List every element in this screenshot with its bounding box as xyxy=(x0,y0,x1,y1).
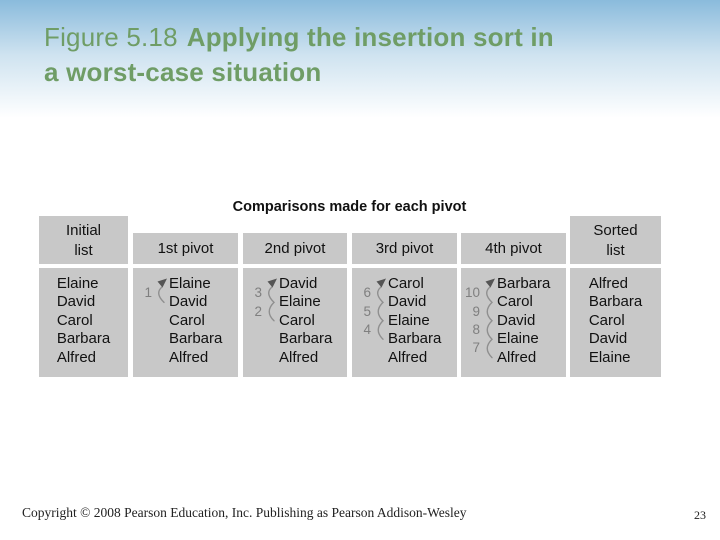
name-item: Elaine xyxy=(56,275,99,292)
comparison-number: 2 xyxy=(254,303,262,319)
name-item: Barbara xyxy=(56,330,111,348)
name-item: Elaine xyxy=(169,275,211,292)
arc-arrow-icon xyxy=(376,278,386,340)
insertion-sort-diagram: Comparisons made for each pivot Initial … xyxy=(36,197,684,389)
column-header-pivot-2: 2nd pivot xyxy=(243,233,347,264)
arc-arrow-icon xyxy=(267,278,277,322)
comparison-gutter: 10 9 8 7 xyxy=(463,268,497,377)
name-item: Alfred xyxy=(588,275,628,292)
page-number: 23 xyxy=(694,508,706,522)
comparison-number: 3 xyxy=(254,285,262,301)
comparison-gutter: 6 5 4 xyxy=(354,268,388,377)
name-item: David xyxy=(56,293,96,311)
name-item: Alfred xyxy=(169,348,209,366)
name-item: David xyxy=(588,330,628,348)
comparison-number: 8 xyxy=(472,322,480,337)
name-item: Elaine xyxy=(497,330,539,348)
figure-caption: Applying the insertion sort in a worst-c… xyxy=(44,22,554,87)
arrowhead-icon xyxy=(485,278,495,288)
name-item: Carol xyxy=(497,293,533,311)
arrowhead-icon xyxy=(157,278,167,288)
comparison-number: 9 xyxy=(472,303,480,319)
arrowhead-icon xyxy=(267,278,277,288)
figure-number: Figure 5.18 xyxy=(44,22,178,52)
copyright-text: Copyright © 2008 Pearson Education, Inc.… xyxy=(22,505,467,520)
comparison-number: 10 xyxy=(464,285,480,301)
comparison-number: 6 xyxy=(363,285,371,301)
name-item: David xyxy=(388,293,427,311)
name-item: Alfred xyxy=(497,348,537,366)
column-header-sorted: Sorted list xyxy=(570,216,661,264)
name-item: Alfred xyxy=(56,348,96,366)
name-item: David xyxy=(497,311,536,329)
comparison-number: 7 xyxy=(472,340,480,356)
name-item: Barbara xyxy=(497,275,551,292)
name-item: David xyxy=(279,275,318,292)
arc-arrow-icon xyxy=(485,278,495,359)
name-item: Barbara xyxy=(169,330,223,348)
column-header-pivot-4: 4th pivot xyxy=(461,233,566,264)
name-item: David xyxy=(169,293,208,311)
comparison-gutter: 1 xyxy=(135,268,169,377)
column-header-pivot-1: 1st pivot xyxy=(133,233,238,264)
name-item: Carol xyxy=(169,311,205,329)
name-item: Elaine xyxy=(388,311,430,329)
name-item: Alfred xyxy=(279,348,319,366)
name-item: Elaine xyxy=(279,293,321,311)
arc-arrow-icon xyxy=(157,278,167,304)
name-item: Barbara xyxy=(588,293,643,311)
name-item: Carol xyxy=(279,311,315,329)
name-item: Alfred xyxy=(388,348,428,366)
name-item: Carol xyxy=(56,311,93,329)
column-header-initial: Initial list xyxy=(39,216,128,264)
comparison-number: 4 xyxy=(363,322,371,337)
name-item: Carol xyxy=(388,275,424,292)
name-item: Elaine xyxy=(588,348,631,366)
arrowhead-icon xyxy=(376,278,386,288)
comparison-number: 1 xyxy=(144,285,152,301)
name-item: Barbara xyxy=(388,330,442,348)
name-item: Barbara xyxy=(279,330,333,348)
name-item: Carol xyxy=(588,311,625,329)
column-header-pivot-3: 3rd pivot xyxy=(352,233,457,264)
comparisons-header: Comparisons made for each pivot xyxy=(232,199,467,215)
comparison-number: 5 xyxy=(363,303,371,319)
